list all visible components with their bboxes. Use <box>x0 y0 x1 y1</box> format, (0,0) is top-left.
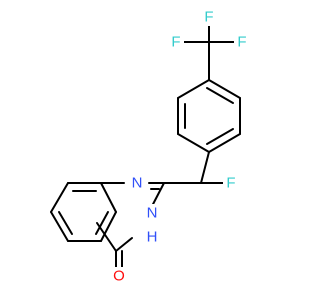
atom-f-top: F <box>204 9 213 26</box>
atom-layer: F F F F N N H O <box>110 8 250 285</box>
bond-phenyl-inner-1 <box>206 87 234 104</box>
bond-benzo-6 <box>100 182 117 213</box>
atom-f-right: F <box>237 34 246 51</box>
bond-benzo-2 <box>50 182 69 213</box>
bond-n3-c4 <box>115 237 133 252</box>
atom-nh-hydrogen: H <box>147 229 158 246</box>
molecule-structure: F F F F N N H O <box>50 8 250 285</box>
atom-n-ring: N <box>132 175 143 192</box>
bond-phenyl-1 <box>208 79 241 99</box>
bond-benzo-3 <box>50 211 69 242</box>
atom-f-left: F <box>171 34 180 51</box>
atom-o-carbonyl: O <box>113 268 125 285</box>
atom-nh-ring: N <box>147 205 158 222</box>
bond-benzo-inner-2 <box>58 211 73 235</box>
bond-aryl-methine <box>200 151 210 184</box>
atom-f-side: F <box>226 175 235 192</box>
bond-benzo-inner-3 <box>95 211 109 235</box>
bond-phenyl-4 <box>177 133 210 153</box>
bond-phenyl-3 <box>208 133 241 153</box>
bond-benzo-5 <box>100 211 117 242</box>
bond-phenyl-6 <box>177 79 210 99</box>
bond-phenyl-inner-2 <box>206 128 234 145</box>
